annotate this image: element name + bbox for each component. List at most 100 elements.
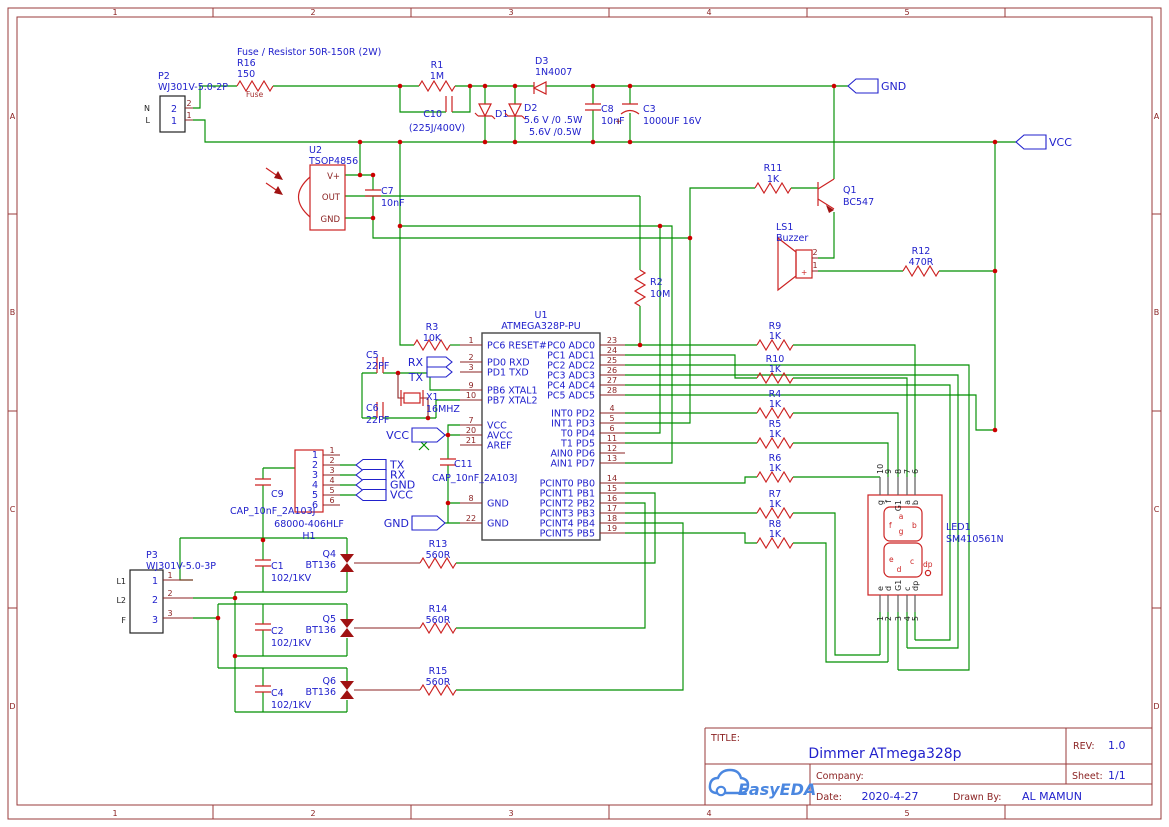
h1-ref: H1: [302, 531, 315, 542]
component-ls1[interactable]: LS1 Buzzer 2 1 +: [776, 222, 818, 292]
component-u1[interactable]: U1 ATMEGA328P-PU: [481, 310, 601, 541]
sheet-label: Sheet:: [1072, 771, 1103, 782]
component-r1[interactable]: R1 1M: [418, 60, 456, 92]
u1-pin-name: PCINT5 PB5: [540, 529, 595, 540]
led1-pin-name: dp: [911, 581, 920, 591]
u1-pin-number: 14: [607, 474, 617, 483]
r16-ref: R16: [237, 58, 256, 69]
q1-value: BC547: [843, 197, 874, 208]
power-flag-vcc[interactable]: VCC: [1015, 134, 1072, 150]
power-flag-gnd[interactable]: GND: [847, 78, 906, 94]
net-flag-rx[interactable]: RX: [408, 356, 453, 369]
led1-pin-name: e: [876, 586, 885, 591]
net-flag-rx[interactable]: [355, 468, 387, 482]
net-flag-label: TX: [389, 459, 405, 472]
net-flag-tx[interactable]: [355, 458, 387, 472]
resistor-value: 1K: [769, 429, 782, 440]
frame-column-label: 4: [706, 809, 711, 818]
frame-row-label: B: [1154, 308, 1160, 317]
led1-pin-number: 7: [903, 469, 912, 474]
component-r12[interactable]: R12 470R: [902, 246, 940, 277]
u1-pin-number: 10: [466, 391, 476, 400]
u1-pin-number: 24: [607, 346, 617, 355]
component-c6[interactable]: C6 22PF: [366, 401, 389, 426]
component-r2[interactable]: R2 10M: [634, 269, 670, 307]
component-q1[interactable]: Q1 BC547: [817, 178, 874, 213]
u1-pin-name: PC4 ADC4: [547, 381, 595, 392]
u1-pin-name: GND: [487, 519, 509, 530]
component-c1[interactable]: [254, 559, 272, 567]
component-c2[interactable]: [254, 623, 272, 631]
frame-row-label: A: [1154, 112, 1160, 121]
u1-pin-name: PCINT1 PB1: [540, 489, 595, 500]
fuse-note: Fuse / Resistor 50R-150R (2W): [237, 47, 381, 58]
component-r11[interactable]: R11 1K: [754, 163, 792, 194]
component-x1[interactable]: X1 16MHZ: [397, 373, 460, 418]
u1-ref: U1: [535, 310, 548, 321]
component-c10[interactable]: C10 (225J/400V): [409, 95, 465, 134]
c6-value: 22PF: [366, 415, 389, 426]
u2-pin-vplus: V+: [327, 172, 340, 182]
component-d1[interactable]: D1: [474, 103, 508, 120]
triac-value: BT136: [306, 625, 336, 636]
led1-pin-name: G1: [894, 500, 903, 511]
net-flag-gnd-mcu[interactable]: GND: [384, 515, 446, 531]
h1-pad-number: 6: [329, 496, 334, 505]
r12-value: 470R: [909, 257, 934, 268]
ls1-pin-number: 1: [812, 261, 817, 270]
component-c3[interactable]: + C3 1000UF 16V: [615, 103, 702, 127]
p3-pin-name: L1: [116, 577, 126, 586]
u1-pin-number: 6: [609, 424, 614, 433]
component-q4[interactable]: [340, 554, 420, 572]
component-c9[interactable]: C9 CAP_10nF_2A103J: [230, 478, 315, 517]
title-block: TITLE: Dimmer ATmega328p REV: 1.0 Compan…: [704, 727, 1152, 805]
component-led1[interactable]: a f g b e d c dp LED1 SM410561N: [867, 494, 1004, 596]
led1-pin-name: G1: [894, 580, 903, 591]
triac-ref: Q4: [322, 549, 336, 560]
component-c11[interactable]: C11 CAP_10nF_2A103J: [432, 458, 517, 484]
component-d3[interactable]: D3 1N4007: [532, 56, 572, 95]
resistor-value: 1K: [769, 499, 782, 510]
led1-pin-number: 6: [911, 469, 920, 474]
p3-pin-name: L2: [116, 596, 126, 605]
component-d2[interactable]: D2 5.6 V /0 .5W 5.6V /0.5W: [504, 103, 583, 138]
net-flag-tx[interactable]: TX: [408, 366, 453, 384]
led1-pin-name: b: [911, 500, 920, 505]
resistor-ref: R4: [769, 389, 782, 400]
h1-pin-number: 3: [312, 470, 318, 481]
net-flag-vcc-mcu[interactable]: VCC: [386, 427, 446, 443]
u1-pin-name: PC0 ADC0: [547, 341, 595, 352]
component-h1[interactable]: 68000-406HLF H1: [274, 449, 344, 542]
u1-pin-number: 25: [607, 356, 617, 365]
u1-pin-number: 18: [607, 514, 617, 523]
h1-pin-number: 6: [312, 500, 318, 511]
wires[interactable]: [179, 85, 1016, 713]
d3-value: 1N4007: [535, 67, 572, 78]
component-c7[interactable]: C7 10nF: [364, 186, 405, 209]
led1-pin-name: a: [903, 500, 912, 505]
segment-a: a: [899, 512, 904, 521]
net-flag-vcc[interactable]: [355, 488, 387, 502]
h1-pad-number: 3: [329, 466, 334, 475]
component-u2[interactable]: U2 TSOP4856 V+ OUT GND: [265, 145, 358, 231]
component-r16[interactable]: R16 150 Fuse: [236, 58, 274, 99]
d3-ref: D3: [535, 56, 548, 67]
p3-value: WJ301V-5.0-3P: [146, 561, 216, 572]
net-flag-gnd[interactable]: [355, 478, 387, 492]
frame-row-label: A: [10, 112, 16, 121]
component-r3[interactable]: R3 10K: [413, 322, 451, 351]
component-q5[interactable]: [340, 619, 420, 637]
resistor-ref: R10: [766, 354, 785, 365]
component-p2[interactable]: P2 WJ301V-5.0-2P N L 2 1 2 1: [144, 71, 228, 133]
u1-pin-number: 2: [468, 353, 473, 362]
u1-pin-number: 5: [609, 414, 614, 423]
c10-ref: C10: [423, 109, 442, 120]
frame-row-label: D: [9, 702, 15, 711]
component-p3[interactable]: P3 WJ301V-5.0-3P L1 L2 F 1 2 3 1 2 3: [116, 550, 216, 634]
component-q6[interactable]: [340, 681, 420, 699]
component-c4[interactable]: [254, 685, 272, 693]
component-c5[interactable]: C5 22PF: [366, 350, 389, 374]
component-c8[interactable]: C8 10nF: [584, 103, 625, 127]
